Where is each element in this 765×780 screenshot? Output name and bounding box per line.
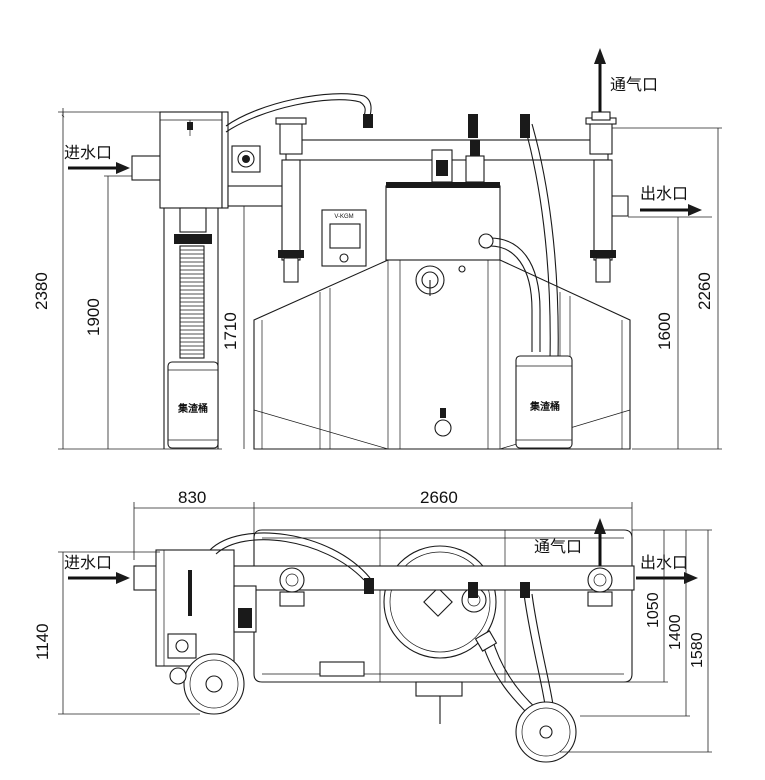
plan-right-dimensions: 1050 1400 1580 xyxy=(560,529,712,753)
plan-inlet-label: 进水口 xyxy=(64,553,112,572)
plan-vent-arrow-icon xyxy=(594,518,606,566)
front-inlet-arrow-icon xyxy=(68,162,130,174)
front-outlet-label: 出水口 xyxy=(640,184,688,203)
collector-right: 集渣桶 xyxy=(515,355,573,449)
front-right-dimensions: 1600 2260 xyxy=(632,128,722,450)
plan-view: 830 2660 进水口 xyxy=(33,488,712,763)
pre-filter-unit: 集渣桶 xyxy=(159,111,229,450)
front-vent-label: 通气口 xyxy=(610,75,658,94)
dim-1900: 1900 xyxy=(84,298,103,336)
front-vent-arrow-icon xyxy=(594,48,606,116)
dim-830: 830 xyxy=(178,488,206,507)
dim-2260: 2260 xyxy=(695,272,714,310)
front-collector-left-label: 集渣桶 xyxy=(177,402,208,415)
bellows-hose xyxy=(179,245,205,359)
front-outlet-arrow-icon xyxy=(640,204,702,216)
plan-inlet-arrow-icon xyxy=(68,572,130,584)
panel-brand-label: V-KGM xyxy=(334,214,353,220)
dim-1600: 1600 xyxy=(655,312,674,350)
front-collector-right-label: 集渣桶 xyxy=(529,400,560,413)
dim-1580: 1580 xyxy=(689,632,706,668)
plan-vent-label: 通气口 xyxy=(534,537,582,556)
plan-top-dimensions: 830 2660 xyxy=(133,488,633,560)
front-inlet-label: 进水口 xyxy=(64,143,112,162)
separator-tank xyxy=(253,259,631,450)
dim-2660: 2660 xyxy=(420,488,458,507)
dim-2380: 2380 xyxy=(32,272,51,310)
plan-outlet-arrow-icon xyxy=(636,572,698,584)
dim-1710: 1710 xyxy=(221,312,240,350)
dim-1050: 1050 xyxy=(645,592,662,628)
control-panel: V-KGM xyxy=(321,209,367,267)
front-view: 2380 1900 1710 进水口 xyxy=(32,48,722,450)
dim-1140: 1140 xyxy=(33,623,52,660)
aeration-column xyxy=(385,140,501,261)
plan-filter-unit xyxy=(155,549,257,715)
dim-1400: 1400 xyxy=(667,614,684,650)
plan-left-dimension: 1140 xyxy=(33,551,200,715)
front-left-dimensions: 2380 1900 1710 xyxy=(32,108,260,450)
